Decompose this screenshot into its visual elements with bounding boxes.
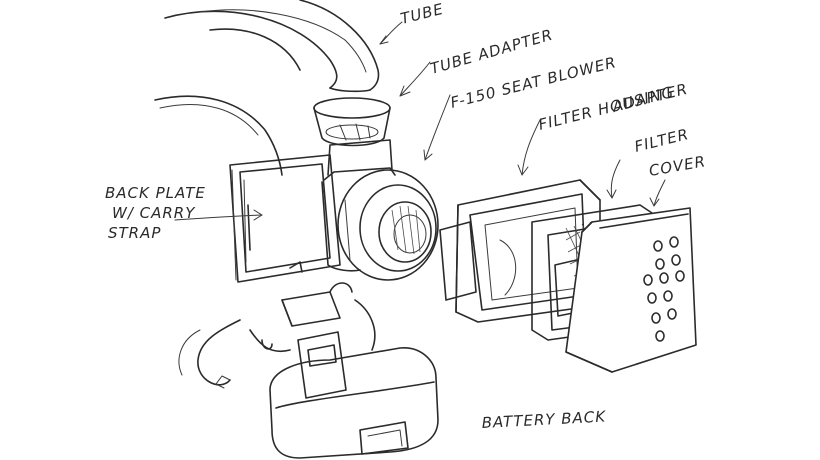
battery-pack-part [269, 282, 439, 459]
label-cover-2: COVER [648, 152, 708, 180]
label-filter-housing-2: ADAPTER [610, 80, 690, 116]
label-back-plate-2: W/ CARRY [112, 204, 196, 222]
back-plate-part [229, 154, 341, 283]
wiring [178, 299, 376, 389]
label-filter-1: FILTER [633, 125, 691, 156]
seat-blower-part [321, 139, 439, 281]
label-tube: TUBE [399, 0, 446, 28]
cover-vent-holes [643, 236, 685, 342]
tube-part [154, 0, 380, 176]
label-back-plate-3: STRAP [108, 224, 161, 242]
leader-arrows [174, 21, 666, 221]
label-battery-pack: BATTERY BACK [481, 407, 606, 431]
label-tube-adapter: TUBE ADAPTER [428, 26, 555, 78]
label-back-plate-1: BACK PLATE [105, 184, 206, 202]
tube-adapter-part [313, 97, 391, 147]
filter-cover-part [565, 207, 697, 373]
